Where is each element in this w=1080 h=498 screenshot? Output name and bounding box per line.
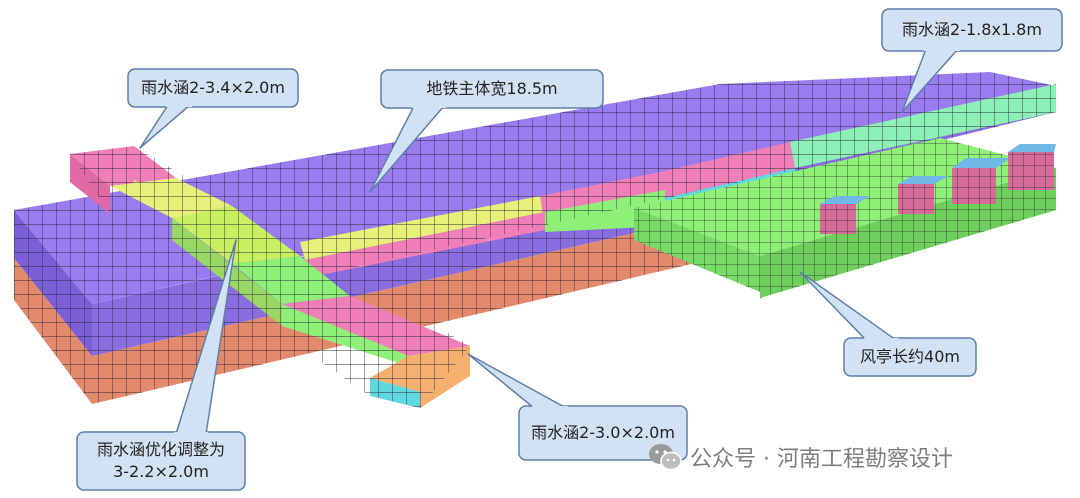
callout-pavilion [799, 271, 977, 377]
label-culvert-left: 雨水涵2-3.4×2.0m [141, 78, 285, 97]
label-culvert-right: 雨水涵2-1.8x1.8m [902, 20, 1042, 39]
callout-culvert-left [127, 68, 299, 149]
wind-pavilion [634, 138, 1056, 298]
label-pavilion-length: 风亭长约40m [860, 347, 960, 366]
watermark: 公众号 · 河南工程勘察设计 [648, 440, 953, 474]
vent-shaft [820, 196, 870, 234]
vent-shaft [898, 176, 948, 214]
watermark-text: 公众号 · 河南工程勘察设计 [690, 447, 953, 472]
label-subway-width: 地铁主体宽18.5m [426, 79, 558, 98]
callout-culvert-adjust [76, 239, 246, 491]
wechat-icon [649, 444, 682, 471]
label-culvert-adjust-line2: 3-2.2×2.0m [113, 462, 209, 481]
vent-shaft [952, 158, 1010, 204]
label-culvert-adjust-line1: 雨水涵优化调整为 [96, 440, 225, 459]
callout-culvert-bottom [467, 353, 688, 461]
label-culvert-bottom: 雨水涵2-3.0×2.0m [531, 423, 675, 442]
callout-culvert-right [881, 8, 1063, 113]
vent-shaft [1008, 144, 1056, 190]
callout-subway-width [369, 69, 604, 193]
